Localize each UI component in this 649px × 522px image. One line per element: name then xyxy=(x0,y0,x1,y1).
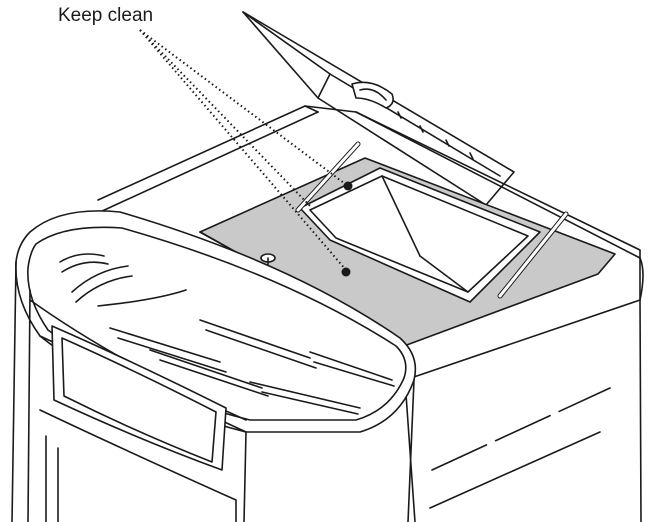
leader-line-top xyxy=(139,29,349,187)
gas-strut-icon xyxy=(295,141,569,299)
callout-dot-hopper-rim xyxy=(343,181,353,191)
door-window-icon xyxy=(39,325,237,522)
leader-line-mid xyxy=(139,29,313,209)
callout-dots xyxy=(341,181,353,277)
callout-dot-panel xyxy=(341,267,351,277)
stove-top-icon xyxy=(97,105,644,522)
pellet-hopper-opening-icon xyxy=(299,167,541,303)
leader-line-low xyxy=(139,29,347,271)
callout-label-keep-clean: Keep clean xyxy=(58,5,154,26)
callout-leaders xyxy=(139,29,349,271)
